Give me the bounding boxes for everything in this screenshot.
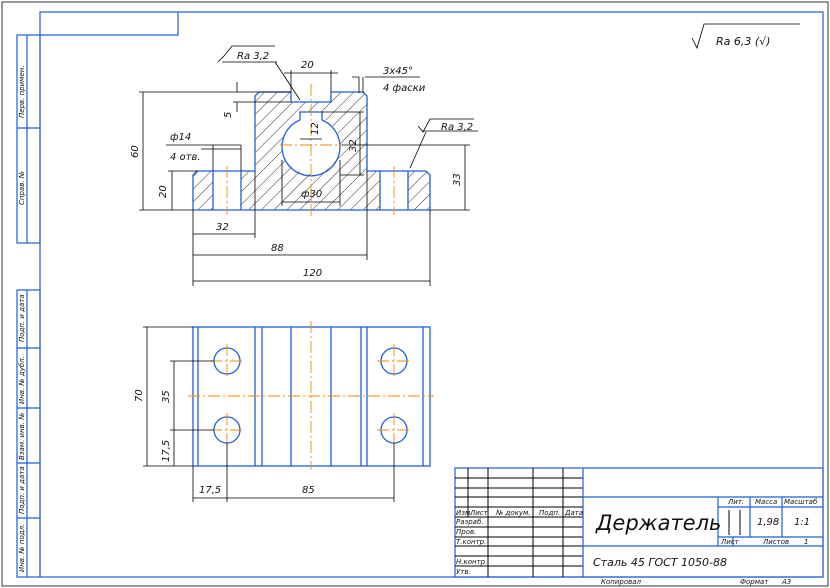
- dim-inner-height: 32: [348, 139, 359, 152]
- header-doc: № докум.: [495, 509, 531, 517]
- side-label: Справ. №: [18, 171, 26, 205]
- scale-value: 1:1: [794, 517, 810, 528]
- side-labels: Перв. примен. Справ. № Подп. и дата Инв.…: [18, 65, 26, 572]
- scale-label: Масштаб: [784, 498, 818, 506]
- role-developer: Разраб.: [456, 518, 484, 526]
- dim-120: 120: [303, 268, 322, 279]
- side-label: Перв. примен.: [18, 65, 26, 118]
- dim-slot-depth: 5: [223, 112, 234, 118]
- dim-chamfer-note: 4 фаски: [383, 83, 426, 94]
- copied-label: Копировал: [601, 578, 642, 586]
- roughness-right: Ra 3,2: [441, 122, 473, 133]
- top-view: [188, 321, 434, 470]
- roughness-text: Ra 6,3 (√): [716, 35, 770, 48]
- dim-hole-spacing-x: 85: [302, 485, 315, 496]
- sheets-value: 1: [804, 538, 808, 546]
- dim-edge-x: 17,5: [199, 485, 221, 496]
- side-label: Подп. и дата: [18, 466, 26, 514]
- dim-32: 32: [216, 222, 229, 233]
- side-label: Взам. инв. №: [18, 412, 26, 460]
- sheet-label: Лист: [720, 538, 740, 546]
- dim-inner-slot: 12: [310, 122, 321, 135]
- top-view-dimensions: 70 35 17,5 17,5 85: [134, 326, 395, 502]
- dim-hole-note: 4 отв.: [170, 152, 201, 163]
- header-izm: Изм.: [456, 509, 472, 517]
- dim-width: 70: [134, 389, 145, 402]
- role-ncontrol: Н.контр.: [456, 558, 487, 566]
- dim-slot-width: 20: [301, 60, 314, 71]
- header-date: Дата: [564, 509, 583, 517]
- side-label: Подп. и дата: [18, 294, 26, 342]
- dim-bore: ф30: [301, 189, 322, 200]
- lit-label: Лит.: [727, 498, 744, 506]
- dim-height: 60: [130, 145, 141, 158]
- format-value: А3: [781, 578, 791, 586]
- mass-label: Масса: [755, 498, 777, 506]
- side-label: Инв. № подл.: [18, 524, 26, 572]
- dim-hole-diameter: ф14: [170, 132, 191, 143]
- role-checker: Пров.: [456, 528, 476, 536]
- sheets-label: Листов: [762, 538, 789, 546]
- title-block: Изм. Лист № докум. Подп. Дата Разраб. Пр…: [454, 467, 824, 586]
- dim-axis-height: 33: [452, 173, 463, 186]
- format-label: Формат: [740, 578, 769, 586]
- role-tcontrol: Т.контр.: [456, 538, 486, 546]
- dim-chamfer: 3x45°: [383, 66, 413, 77]
- material: Сталь 45 ГОСТ 1050-88: [593, 556, 727, 569]
- part-name: Держатель: [595, 511, 721, 535]
- mass-value: 1,98: [757, 517, 779, 528]
- header-list: Лист: [469, 509, 489, 517]
- dim-flange-height: 20: [158, 185, 169, 198]
- general-roughness-symbol: Ra 6,3 (√): [691, 23, 800, 50]
- dim-edge-y: 17,5: [161, 440, 172, 462]
- dim-hole-spacing-y: 35: [161, 390, 172, 403]
- front-view-dimensions: 20 5 3x45° 4 фаски ф14 4 отв. 60 20 12 3…: [130, 45, 478, 286]
- side-label: Инв. № дубл.: [18, 356, 26, 404]
- header-sign: Подп.: [539, 509, 560, 517]
- role-approved: Утв.: [456, 568, 471, 576]
- dim-88: 88: [271, 243, 284, 254]
- roughness-top: Ra 3,2: [237, 51, 269, 62]
- front-view-section: [192, 84, 431, 216]
